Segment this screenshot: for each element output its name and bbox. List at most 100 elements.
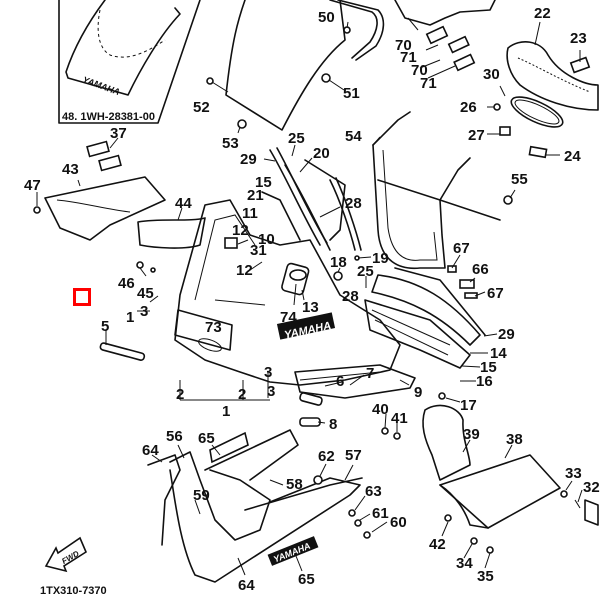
yamaha-decal-upper	[276, 312, 336, 340]
callout-34: 34	[456, 555, 473, 572]
callout-64-top: 64	[142, 442, 159, 459]
callout-1-left: 1	[126, 309, 134, 326]
callout-38: 38	[506, 431, 523, 448]
callout-73: 73	[205, 319, 222, 336]
side-fairing-right	[364, 267, 486, 400]
callout-59: 59	[193, 487, 210, 504]
callout-54: 54	[345, 128, 362, 145]
inset-caption: 48. 1WH-28381-00	[62, 111, 155, 123]
callout-50: 50	[318, 9, 335, 26]
callout-25-mid: 25	[357, 263, 374, 280]
callout-15-top: 15	[255, 174, 272, 191]
callout-61: 61	[372, 505, 389, 522]
callout-28-mid: 28	[342, 288, 359, 305]
callout-28-top: 28	[345, 195, 362, 212]
grommet-37a-icon	[86, 140, 110, 158]
callout-1-bottom: 1	[222, 403, 230, 420]
yamaha-decal-lower	[267, 536, 319, 566]
callout-41: 41	[391, 410, 408, 427]
duct-44	[137, 217, 206, 249]
callout-52: 52	[193, 99, 210, 116]
windscreen-inset: YAMAHA 48. 1WH-28381-00	[58, 0, 201, 124]
callout-58: 58	[286, 476, 303, 493]
callout-25-top: 25	[288, 130, 305, 147]
plug-8-icon	[299, 417, 321, 427]
callout-18: 18	[330, 254, 347, 271]
lower-cowl-38	[439, 454, 599, 529]
forward-arrow-icon: FWD	[44, 536, 88, 573]
callout-13: 13	[302, 299, 319, 316]
reflector-5	[99, 342, 146, 361]
callout-12-lower: 12	[236, 262, 253, 279]
grommet-31-icon	[224, 237, 238, 249]
callout-21: 21	[247, 187, 264, 204]
callout-31: 31	[250, 242, 267, 259]
callout-22: 22	[534, 5, 551, 22]
screw-52-icon	[206, 77, 214, 85]
upper-fairing: YAMAHA	[174, 199, 401, 386]
callout-43: 43	[62, 161, 79, 178]
callout-3-right: 3	[267, 383, 275, 400]
nut-51-icon	[321, 73, 331, 83]
fairing-stay-54	[372, 111, 501, 270]
bracket-39	[422, 404, 471, 481]
callout-74: 74	[280, 309, 297, 326]
callout-44: 44	[175, 195, 192, 212]
callout-65-top: 65	[198, 430, 215, 447]
callout-70-a: 70	[395, 37, 412, 54]
callout-47: 47	[24, 177, 41, 194]
callout-64-bottom: 64	[238, 577, 255, 594]
callout-24: 24	[564, 148, 581, 165]
nut-53-icon	[237, 119, 247, 129]
callout-14: 14	[490, 345, 507, 362]
callout-33: 33	[565, 465, 582, 482]
callout-29-right: 29	[498, 326, 515, 343]
callout-30: 30	[483, 66, 500, 83]
callout-29-top: 29	[240, 151, 257, 168]
callout-63: 63	[365, 483, 382, 500]
side-cover-43	[44, 140, 166, 241]
callout-2-left: 2	[176, 386, 184, 403]
callout-19: 19	[372, 250, 389, 267]
callout-3-left: 3	[140, 303, 148, 320]
callout-37: 37	[110, 125, 127, 142]
callout-67-b: 67	[487, 285, 504, 302]
chin-panel	[294, 364, 416, 427]
callout-51: 51	[343, 85, 360, 102]
callout-71-b: 71	[420, 75, 437, 92]
fasteners	[33, 195, 513, 554]
callout-62: 62	[318, 448, 335, 465]
yamaha-decal-lower-text: YAMAHA	[272, 541, 312, 565]
callout-53: 53	[222, 135, 239, 152]
callout-2-right: 2	[238, 386, 246, 403]
callout-11: 11	[242, 205, 258, 222]
callout-6: 6	[336, 373, 344, 390]
callout-70-b: 70	[411, 62, 428, 79]
windscreen-part	[206, 0, 385, 131]
inner-panel-strips	[261, 147, 362, 251]
headlight-assembly	[493, 41, 599, 159]
callout-40: 40	[372, 401, 389, 418]
meter-bracket	[394, 0, 496, 72]
callout-66: 66	[472, 261, 489, 278]
highlight-marker[interactable]	[73, 288, 91, 306]
leader-lines	[36, 17, 583, 576]
callout-46: 46	[118, 275, 135, 292]
callout-71-a: 71	[400, 49, 417, 66]
callout-26: 26	[460, 99, 477, 116]
callout-65-bottom: 65	[298, 571, 315, 588]
callout-39: 39	[463, 426, 480, 443]
callout-5: 5	[101, 318, 109, 335]
callout-15-right: 15	[480, 359, 497, 376]
callout-17: 17	[460, 397, 477, 414]
callout-27: 27	[468, 127, 485, 144]
callout-55: 55	[511, 171, 528, 188]
callout-16: 16	[476, 373, 493, 390]
grommet-37b-icon	[98, 154, 122, 172]
callout-32: 32	[583, 479, 600, 496]
callout-45: 45	[137, 285, 154, 302]
callout-67-a: 67	[453, 240, 470, 257]
callout-10: 10	[258, 231, 275, 248]
callout-12-upper: 12	[232, 222, 249, 239]
callout-57: 57	[345, 447, 362, 464]
